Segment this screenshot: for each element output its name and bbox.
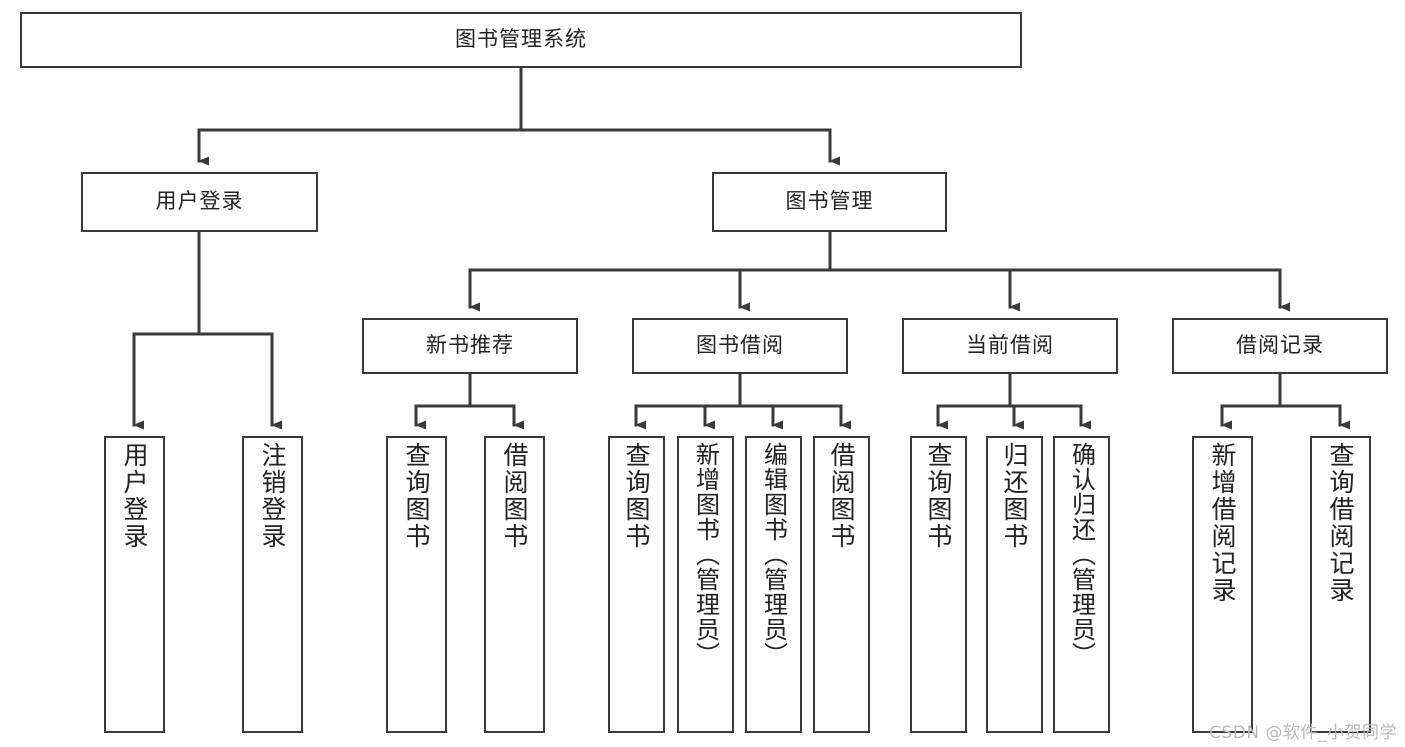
- node-user-login[interactable]: 用户登录: [81, 172, 318, 232]
- csdn-watermark: CSDN @软件_小贺同学: [1209, 723, 1397, 743]
- node-label: 查询借阅记录: [1326, 442, 1355, 604]
- node-label: 图书借阅: [696, 333, 784, 358]
- node-label: 图书管理系统: [455, 27, 587, 52]
- node-new-book-recommend[interactable]: 新书推荐: [362, 318, 578, 374]
- node-root-system[interactable]: 图书管理系统: [20, 12, 1022, 68]
- node-book-borrow[interactable]: 图书借阅: [632, 318, 848, 374]
- node-label: 新增借阅记录: [1208, 442, 1237, 604]
- leaf-add-book-admin[interactable]: 新增图书（管理员）: [677, 436, 734, 733]
- node-book-manage[interactable]: 图书管理: [712, 172, 947, 232]
- leaf-query-borrow-record[interactable]: 查询借阅记录: [1310, 436, 1371, 733]
- edges-newbookrec-to-leaves: [414, 372, 524, 430]
- leaf-borrow-book[interactable]: 借阅图书: [813, 436, 870, 733]
- node-label: 用户登录: [120, 442, 149, 550]
- leaf-edit-book-admin[interactable]: 编辑图书（管理员）: [745, 436, 802, 733]
- edges-userlogin-to-leaves: [132, 230, 282, 430]
- leaf-return-book[interactable]: 归还图书: [986, 436, 1043, 733]
- node-label: 用户登录: [155, 189, 244, 214]
- node-borrow-record[interactable]: 借阅记录: [1172, 318, 1388, 374]
- node-label: 查询图书: [924, 442, 953, 550]
- node-label: 编辑图书（管理员）: [759, 442, 788, 667]
- node-current-borrow[interactable]: 当前借阅: [902, 318, 1118, 374]
- node-label: 当前借阅: [966, 333, 1054, 358]
- node-label: 确认归还（管理员）: [1067, 442, 1096, 667]
- node-label: 查询图书: [622, 442, 651, 550]
- leaf-add-borrow-record[interactable]: 新增借阅记录: [1192, 436, 1253, 733]
- edges-bookborrow-to-leaves: [634, 372, 851, 430]
- edges-borrowrecord-to-leaves: [1220, 372, 1350, 430]
- leaf-query-book-current[interactable]: 查询图书: [910, 436, 967, 733]
- node-label: 新增图书（管理员）: [691, 442, 720, 667]
- node-label: 借阅图书: [827, 442, 856, 550]
- node-label: 归还图书: [1000, 442, 1029, 550]
- leaf-query-book-recommend[interactable]: 查询图书: [386, 436, 447, 733]
- node-label: 注销登录: [258, 442, 287, 550]
- node-label: 查询图书: [402, 442, 431, 550]
- leaf-query-book-borrow[interactable]: 查询图书: [608, 436, 665, 733]
- node-label: 借阅记录: [1236, 333, 1324, 358]
- leaf-user-logout[interactable]: 注销登录: [242, 436, 303, 733]
- edges-bookmanage-to-level2: [468, 230, 1290, 312]
- edges-currentborrow-to-leaves: [936, 372, 1091, 430]
- leaf-confirm-return-admin[interactable]: 确认归还（管理员）: [1053, 436, 1110, 733]
- node-label: 图书管理: [785, 189, 874, 214]
- node-label: 新书推荐: [426, 333, 514, 358]
- leaf-user-login[interactable]: 用户登录: [104, 436, 165, 733]
- edges-root-to-level1: [197, 66, 840, 166]
- leaf-borrow-book-recommend[interactable]: 借阅图书: [484, 436, 545, 733]
- node-label: 借阅图书: [500, 442, 529, 550]
